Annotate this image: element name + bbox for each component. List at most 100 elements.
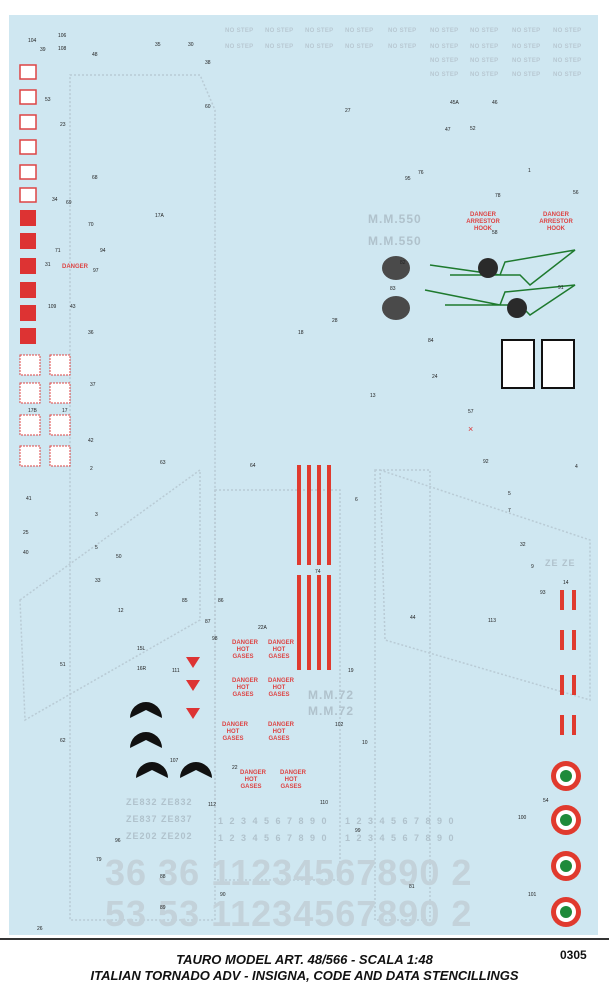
- nostep-label: NO STEP: [470, 58, 499, 64]
- decal-number: 93: [540, 590, 546, 596]
- decal-number: 110: [320, 800, 328, 806]
- ghost-outline-left-wing: [19, 468, 201, 722]
- nostep-label: NO STEP: [305, 28, 334, 34]
- fin-flashes: [560, 590, 576, 735]
- ghost-outline-right-wing: [379, 468, 591, 702]
- decal-number: 43: [70, 304, 76, 310]
- decal-number: 47: [445, 127, 451, 133]
- nostep-label: NO STEP: [470, 72, 499, 78]
- decal-number: 51: [60, 662, 66, 668]
- decal-number: 100: [518, 815, 527, 821]
- ghost-outline-right-fuselage: [374, 469, 431, 921]
- decal-number: 17: [62, 408, 68, 414]
- decal-number: 74: [315, 569, 321, 575]
- nostep-label: NO STEP: [470, 28, 499, 34]
- decal-number: 106: [58, 33, 67, 39]
- danger-hot-gases-label: DANGER HOT GASES: [268, 722, 295, 742]
- scimitar-badge: [541, 339, 575, 389]
- ghost-outline-center: [214, 489, 341, 881]
- decal-number: 22A: [258, 625, 267, 631]
- eagle-emblem: [507, 298, 527, 318]
- black-antenna-shapes: [130, 702, 212, 778]
- decal-number: 90: [220, 892, 226, 898]
- decal-number: 99: [355, 828, 361, 834]
- decal-number: 12: [118, 608, 124, 614]
- nostep-label: NO STEP: [470, 44, 499, 50]
- danger-hot-gases-label: DANGER HOT GASES: [232, 678, 259, 698]
- decal-number: 42: [88, 438, 94, 444]
- nostep-label: NO STEP: [430, 44, 459, 50]
- serial-ze202: ZE202 ZE202: [126, 831, 193, 841]
- decal-number: 3: [95, 512, 98, 518]
- decal-number: 107: [170, 758, 179, 764]
- nostep-label: NO STEP: [553, 72, 582, 78]
- danger-hot-gases-label: DANGER HOT GASES: [268, 640, 295, 660]
- decal-number: 52: [470, 126, 476, 132]
- decal-number: 92: [483, 459, 489, 465]
- decal-number: 94: [100, 248, 106, 254]
- decal-number: 86: [218, 598, 224, 604]
- nostep-label: NO STEP: [265, 28, 294, 34]
- decal-panel: [9, 15, 598, 935]
- nostep-label: NO STEP: [265, 44, 294, 50]
- decal-number: 108: [58, 46, 67, 52]
- decal-number: 36: [88, 330, 94, 336]
- decal-number: 4: [575, 464, 578, 470]
- nostep-label: NO STEP: [512, 44, 541, 50]
- danger-hot-gases-label: DANGER HOT GASES: [232, 640, 259, 660]
- nostep-label: NO STEP: [225, 44, 254, 50]
- decal-number: 17A: [155, 213, 164, 219]
- danger-arrestor-hook-label: DANGER ARRESTOR HOOK: [539, 212, 573, 232]
- digits-row: 1 2 3 4 5 6 7 8 9 0: [218, 833, 329, 843]
- decal-number: 31: [45, 262, 51, 268]
- decal-number: 17B: [28, 408, 37, 414]
- decal-number: 84: [428, 338, 434, 344]
- decal-number: 18: [298, 330, 304, 336]
- decal-number: 10: [362, 740, 368, 746]
- decal-number: 85: [182, 598, 188, 604]
- danger-label: DANGER: [61, 264, 88, 270]
- decal-number: 13: [370, 393, 376, 399]
- decal-number: 40: [23, 550, 29, 556]
- danger-hot-gases-label: DANGER HOT GASES: [280, 770, 307, 790]
- decal-number: 38: [205, 60, 211, 66]
- decal-number: 9: [531, 564, 534, 570]
- decal-number: 1: [528, 168, 531, 174]
- decal-number: 16R: [137, 666, 147, 672]
- decal-number: 101: [528, 892, 537, 898]
- decal-number: 78: [495, 193, 501, 199]
- decal-number: 30: [188, 42, 194, 48]
- nostep-label: NO STEP: [388, 44, 417, 50]
- nostep-label: NO STEP: [430, 28, 459, 34]
- decal-number: 87: [205, 619, 211, 625]
- decal-number: 35: [155, 42, 161, 48]
- decal-number: 39: [40, 47, 46, 53]
- red-white-stripes: [297, 465, 331, 670]
- divider: [0, 938, 609, 940]
- nostep-label: NO STEP: [512, 28, 541, 34]
- decal-number: 7: [508, 508, 511, 514]
- eagle-emblem: [478, 258, 498, 278]
- decal-number: 97: [93, 268, 99, 274]
- digits-row: 1 2 3 4 5 6 7 8 9 0: [345, 833, 456, 843]
- decal-number: 6: [355, 497, 358, 503]
- decal-number: 104: [28, 38, 37, 44]
- nostep-label: NO STEP: [345, 44, 374, 50]
- ghost-outline-left-fuselage: [69, 74, 216, 921]
- decal-number: 56: [573, 190, 579, 196]
- serial-mm72: M.M.72: [308, 704, 355, 718]
- decal-number: 95: [405, 176, 411, 182]
- squadron-lightning: [424, 249, 576, 316]
- decal-number: 14: [563, 580, 569, 586]
- code-row-36: 36 36 11234567890 2: [105, 852, 473, 893]
- nostep-label: NO STEP: [553, 44, 582, 50]
- roundels: [551, 761, 581, 927]
- decal-number: 82: [400, 260, 406, 266]
- decal-number: 48: [92, 52, 98, 58]
- left-stencil-column: [19, 64, 71, 467]
- decal-number: 32: [520, 542, 526, 548]
- decal-number: 19: [348, 668, 354, 674]
- nostep-label: NO STEP: [512, 72, 541, 78]
